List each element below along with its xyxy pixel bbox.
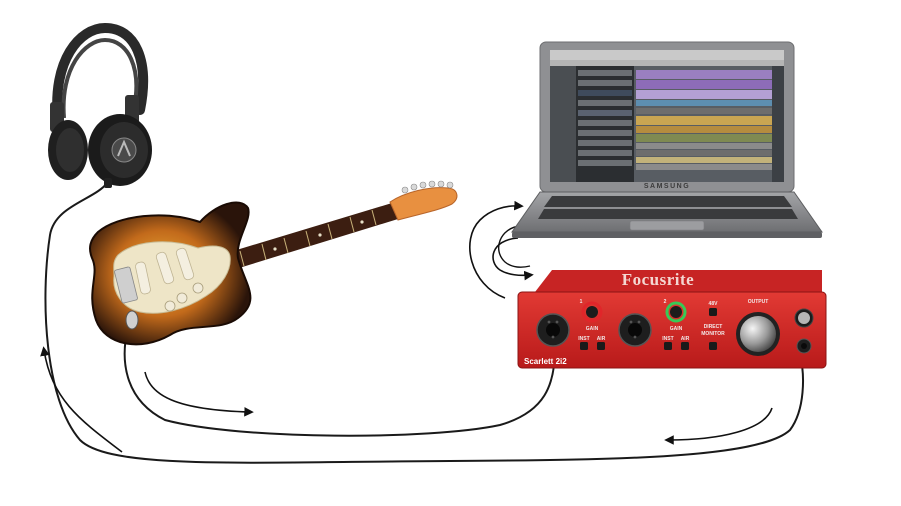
air-2-button: [681, 342, 689, 350]
daw-screen-content: [550, 50, 784, 182]
electric-guitar: [89, 180, 458, 346]
headphones: [48, 22, 152, 188]
phantom-power-button: [709, 308, 717, 316]
gain-1-knob: [586, 306, 598, 318]
laptop-trackpad: [629, 220, 705, 231]
guitar-headstock: [389, 187, 458, 221]
guitar-output-jack: [125, 310, 139, 330]
guitar-cable: [123, 319, 556, 437]
channel-2-label: 2: [664, 299, 667, 305]
direct-monitor-button: [709, 342, 717, 350]
gain-2-halo: [665, 301, 687, 323]
arrow-laptop-to-interface: [492, 237, 534, 281]
output-label: OUTPUT: [748, 299, 769, 305]
laptop: SAMSUNG: [511, 41, 823, 238]
interface-brand-label: Focusrite: [622, 270, 694, 289]
headphone-headband: [52, 22, 149, 125]
gain-2-label: GAIN: [670, 326, 683, 332]
inst-1-label: INST: [578, 336, 589, 342]
laptop-brand-label: SAMSUNG: [644, 183, 690, 190]
channel-1-label: 1: [580, 299, 583, 305]
usb-arc-outer: [498, 225, 531, 268]
laptop-keyboard: [538, 196, 798, 219]
arrow-interface-return: [664, 407, 773, 445]
air-1-label: AIR: [597, 336, 606, 342]
arrow-interface-to-laptop: [469, 200, 524, 299]
inst-2-label: INST: [662, 336, 673, 342]
interface-model-label: Scarlett 2i2: [524, 357, 567, 366]
inst-2-button: [664, 342, 672, 350]
audio-interface: Focusrite GAIN 1 INST AIR GAIN 2 INST AI…: [517, 270, 827, 369]
air-2-label: AIR: [681, 336, 690, 342]
gain-1-label: GAIN: [586, 326, 599, 332]
headphone-cable: [44, 181, 804, 464]
inst-1-button: [580, 342, 588, 350]
gain-2-knob: [670, 306, 682, 318]
arrow-to-headphones: [40, 346, 123, 453]
cables: [44, 181, 804, 464]
monitor-label: MONITOR: [701, 331, 725, 337]
direct-label: DIRECT: [704, 324, 723, 330]
arrow-guitar-to-interface: [144, 371, 254, 417]
air-1-button: [597, 342, 605, 350]
gain-1-halo: [581, 301, 603, 323]
signal-arrows: [40, 200, 773, 453]
phantom-power-label: 48V: [709, 301, 719, 307]
